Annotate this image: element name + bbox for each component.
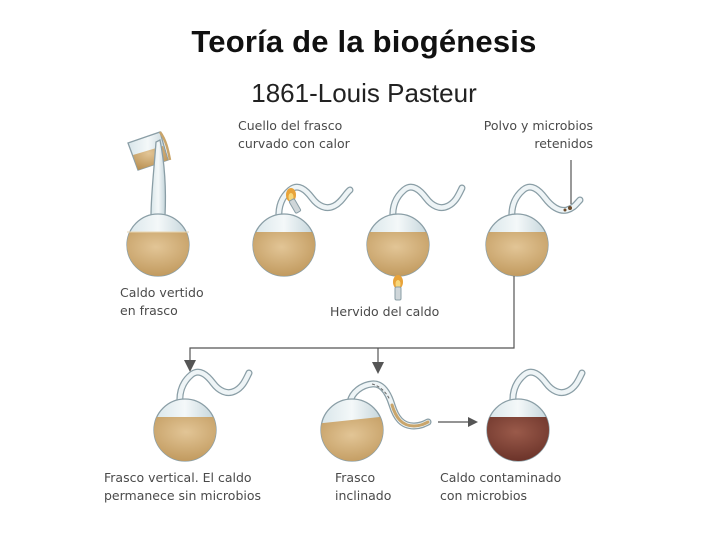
arrow-heads bbox=[184, 360, 478, 427]
label-neck-curved-line2: curvado con calor bbox=[238, 136, 351, 151]
label-poured-line2: en frasco bbox=[120, 303, 178, 318]
flask-broth-boiling bbox=[366, 183, 466, 301]
flow-arrows bbox=[189, 276, 515, 423]
flask-tilted bbox=[317, 380, 432, 465]
label-tilted-line1: Frasco bbox=[335, 470, 375, 485]
flask-contaminated bbox=[486, 368, 586, 462]
label-vertical-line2: permanece sin microbios bbox=[104, 488, 261, 503]
slide-title: Teoría de la biogénesis bbox=[191, 24, 537, 59]
label-tilted-line2: inclinado bbox=[335, 488, 391, 503]
flask-vertical-sterile bbox=[153, 368, 253, 462]
label-dust-line2: retenidos bbox=[534, 136, 593, 151]
label-contaminated-line1: Caldo contaminado bbox=[440, 470, 561, 485]
flame-icon bbox=[286, 188, 302, 214]
label-neck-curved-line1: Cuello del frasco bbox=[238, 118, 342, 133]
burner-flame-icon bbox=[393, 275, 403, 301]
label-vertical-line1: Frasco vertical. El caldo bbox=[104, 470, 252, 485]
flask-neck-curving bbox=[252, 183, 354, 277]
flask-microbes-retained bbox=[485, 160, 584, 277]
slide-subtitle: 1861-Louis Pasteur bbox=[251, 78, 477, 108]
label-boiled: Hervido del caldo bbox=[330, 304, 439, 319]
flask-broth-poured bbox=[126, 131, 190, 277]
label-dust-line1: Polvo y microbios bbox=[484, 118, 593, 133]
label-poured-line1: Caldo vertido bbox=[120, 285, 204, 300]
label-contaminated-line2: con microbios bbox=[440, 488, 527, 503]
